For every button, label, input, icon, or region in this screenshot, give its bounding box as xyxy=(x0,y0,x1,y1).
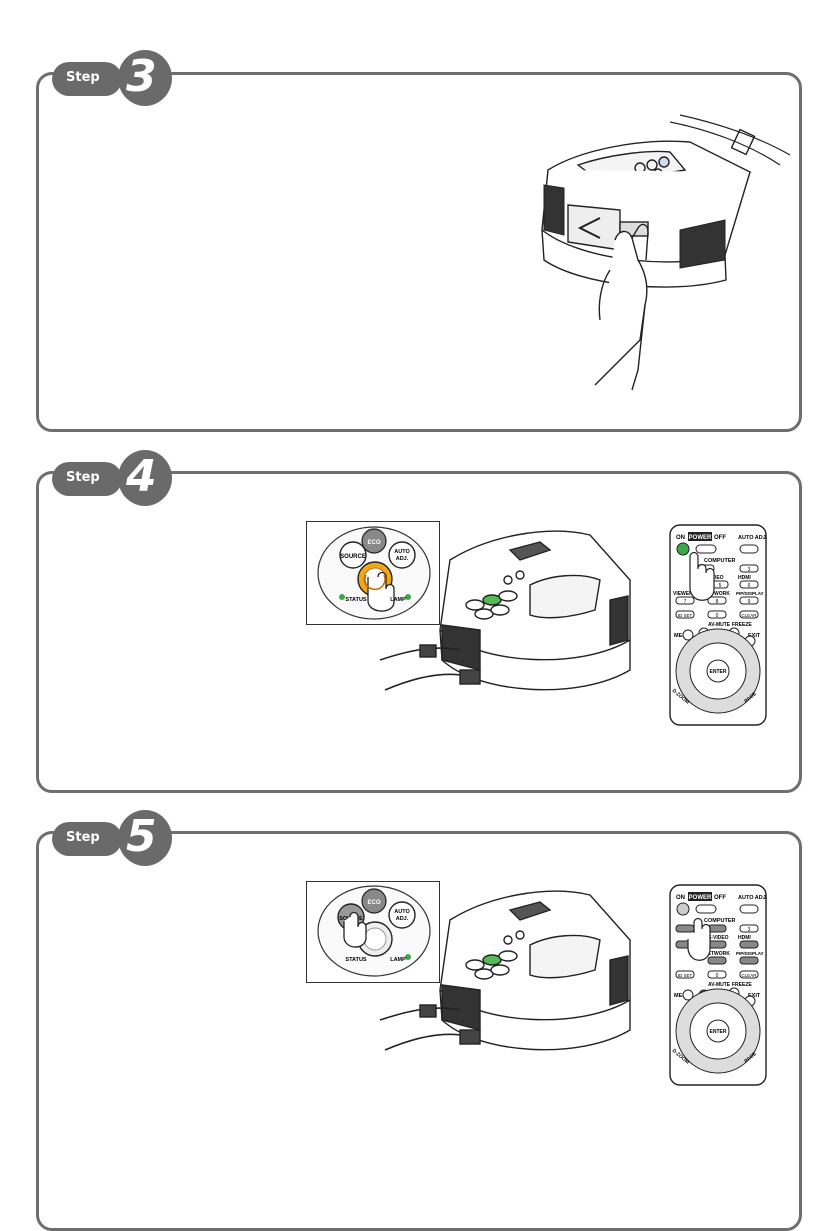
remote-av-mute-label: AV-MUTE xyxy=(708,982,731,988)
remote-enter-label: ENTER xyxy=(710,669,727,675)
remote-control-step4: ON POWER OFF AUTO ADJ. COMPUTER 3 2 VIDE… xyxy=(669,524,768,726)
auto-adj-label-2: ADJ. xyxy=(396,556,409,562)
remote-key-7: 7 xyxy=(684,599,687,605)
step-label: Step xyxy=(66,470,100,485)
status-label: STATUS xyxy=(345,597,367,603)
auto-adj-label: AUTO xyxy=(394,909,410,915)
step-5-badge: Step 5 xyxy=(52,810,172,866)
remote-network-label: NETWORK xyxy=(704,591,730,597)
control-panel-inset-step5-drawing: SOURCE ECO AUTO ADJ. STATUS LAMP xyxy=(317,885,431,977)
eco-label: ECO xyxy=(367,540,380,546)
step-number: 5 xyxy=(126,811,157,862)
remote-off-label: OFF xyxy=(714,535,726,541)
remote-key-0: 0 xyxy=(716,613,719,619)
remote-key-6: 6 xyxy=(748,583,751,589)
remote-clear-label: CLEAR xyxy=(741,973,757,978)
remote-menu-label: MENU xyxy=(674,633,690,639)
remote-enter-label: ENTER xyxy=(710,1029,727,1035)
step-3-badge: Step 3 xyxy=(52,50,172,106)
remote-control-step5: ON POWER OFF AUTO ADJ. COMPUTER 3 S-VIDE… xyxy=(669,884,768,1086)
step-label: Step xyxy=(66,830,100,845)
step-label: Step xyxy=(66,70,100,85)
remote-viewer-label: VIEWER xyxy=(673,591,693,597)
status-label: STATUS xyxy=(345,957,367,963)
remote-power-label: POWER xyxy=(689,895,712,901)
projector-power-illustration xyxy=(379,530,632,691)
projector-source-illustration xyxy=(379,890,632,1051)
remote-auto-adj-label: AUTO ADJ. xyxy=(738,535,768,541)
remote-video-label: VIDEO xyxy=(708,575,724,581)
remote-pip-label: PIP/DISPLAY xyxy=(736,951,764,956)
remote-on-label: ON xyxy=(676,535,685,541)
remote-av-mute-label: AV-MUTE xyxy=(708,622,731,628)
lamp-label: LAMP xyxy=(390,957,406,963)
remote-hdmi-label: HDMI xyxy=(738,575,751,581)
remote-menu-label: MENU xyxy=(674,993,690,999)
step-number: 4 xyxy=(126,451,157,502)
control-panel-inset-drawing: SOURCE ECO AUTO ADJ. STATUS LAMP xyxy=(317,526,431,620)
remote-key-8: 8 xyxy=(716,599,719,605)
remote-computer-label: COMPUTER xyxy=(704,918,736,924)
remote-key-5: 5 xyxy=(719,583,722,589)
remote-off-label: OFF xyxy=(714,895,726,901)
remote-hdmi-label: HDMI xyxy=(738,935,751,941)
lamp-label: LAMP xyxy=(390,597,406,603)
remote-exit-label: EXIT xyxy=(748,993,761,999)
remote-auto-adj-label: AUTO ADJ. xyxy=(738,895,768,901)
remote-key-3: 3 xyxy=(748,927,751,933)
source-label: SOURCE xyxy=(340,554,366,560)
remote-s-video-label: S-VIDEO xyxy=(708,935,729,941)
remote-pip-label: PIP/DISPLAY xyxy=(736,591,764,596)
remote-exit-label: EXIT xyxy=(748,633,761,639)
remote-clear-label: CLEAR xyxy=(741,613,757,618)
projector-lens-cover-illustration xyxy=(541,114,791,391)
auto-adj-label: AUTO xyxy=(394,549,410,555)
remote-id-set-label: ID SET xyxy=(678,613,693,618)
remote-power-label: POWER xyxy=(689,535,712,541)
remote-key-3: 3 xyxy=(748,567,751,573)
remote-id-set-label: ID SET xyxy=(678,973,693,978)
step-4-badge: Step 4 xyxy=(52,450,172,506)
auto-adj-label-2: ADJ. xyxy=(396,916,409,922)
remote-freeze-label: FREEZE xyxy=(732,622,752,628)
step-number: 3 xyxy=(126,51,157,102)
remote-network-label: NETWORK xyxy=(704,951,730,957)
remote-key-9: 9 xyxy=(748,599,751,605)
eco-label: ECO xyxy=(367,900,380,906)
remote-key-0: 0 xyxy=(716,973,719,979)
remote-computer-label: COMPUTER xyxy=(704,558,736,564)
remote-freeze-label: FREEZE xyxy=(732,982,752,988)
remote-on-label: ON xyxy=(676,895,685,901)
